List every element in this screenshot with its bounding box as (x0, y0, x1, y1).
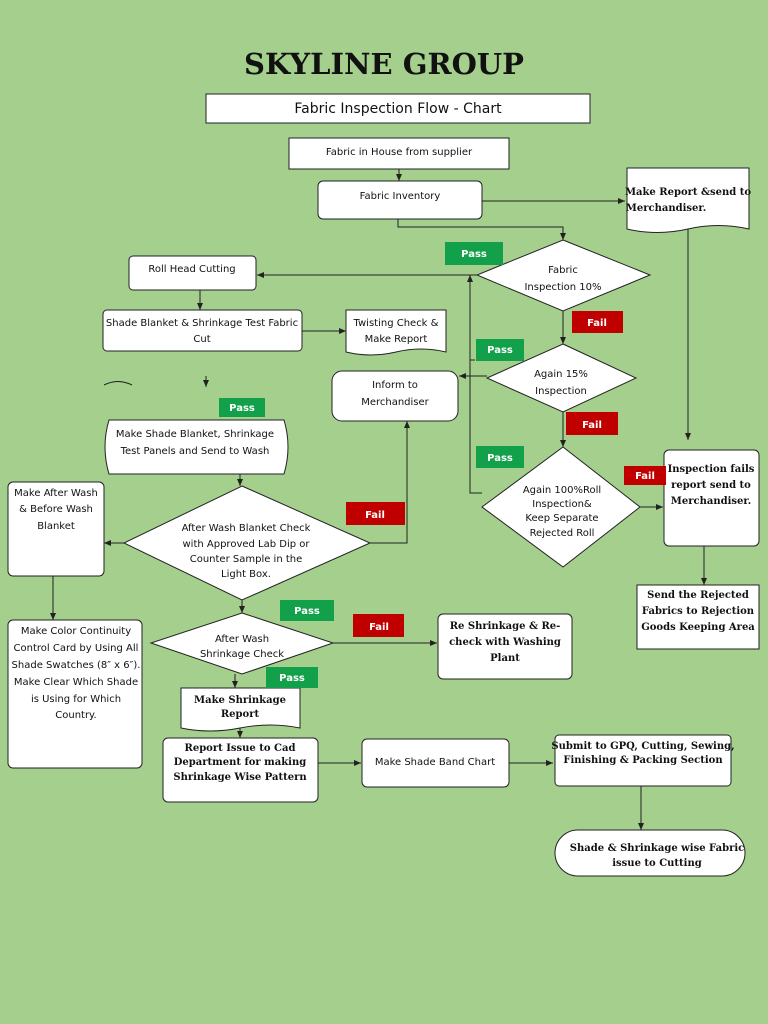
pass-label: Pass (266, 667, 318, 688)
svg-text:Fabric in House from supplier: Fabric in House from supplier (326, 147, 473, 158)
svg-text:Submit to GPQ, Cutting, Sewing: Submit to GPQ, Cutting, Sewing,Finishing… (551, 741, 734, 766)
node-shade-band-chart: Make Shade Band Chart (361, 738, 510, 788)
svg-text:Fail: Fail (582, 420, 602, 431)
decision-again-15: Again 15%Inspection (485, 343, 638, 413)
svg-text:Fabric Inventory: Fabric Inventory (360, 191, 441, 202)
svg-text:Twisting Check &Make Report: Twisting Check &Make Report (353, 318, 439, 345)
svg-text:Fail: Fail (587, 318, 607, 329)
svg-text:Fail: Fail (369, 622, 389, 633)
connectors (50, 169, 707, 830)
subtitle-box (205, 93, 591, 124)
svg-text:Pass: Pass (279, 673, 305, 684)
svg-text:Roll Head Cutting: Roll Head Cutting (148, 264, 235, 275)
pass-label: Pass (219, 398, 265, 417)
pass-label: Pass (476, 446, 524, 468)
svg-text:Re Shrinkage & Re-check with W: Re Shrinkage & Re-check with WashingPlan… (449, 621, 561, 664)
chart-subtitle: Fabric Inspection Flow - Chart (294, 101, 502, 117)
pass-label: Pass (280, 600, 334, 621)
svg-text:Pass: Pass (229, 403, 255, 414)
page-title: SKYLINE GROUP (244, 47, 524, 81)
stray-stroke (103, 381, 133, 386)
node-roll-head-cutting: Roll Head Cutting (128, 255, 257, 291)
svg-text:Fail: Fail (635, 471, 655, 482)
node-twisting-check: Twisting Check &Make Report (345, 309, 447, 356)
svg-text:Again 15%Inspection: Again 15%Inspection (534, 369, 588, 397)
node-fabric-in-house: Fabric in House from supplier (288, 137, 510, 170)
svg-text:Pass: Pass (487, 345, 513, 356)
svg-text:Fail: Fail (365, 510, 385, 521)
node-fabric-inventory: Fabric Inventory (317, 180, 483, 220)
fail-label: Fail (572, 311, 623, 333)
node-submit-gpq: Submit to GPQ, Cutting, Sewing,Finishing… (551, 734, 735, 787)
pass-label: Pass (476, 339, 524, 361)
svg-text:Pass: Pass (294, 606, 320, 617)
fail-label: Fail (566, 412, 618, 435)
fail-label: Fail (353, 614, 404, 637)
svg-text:Pass: Pass (461, 249, 487, 260)
svg-text:Make Shade Band Chart: Make Shade Band Chart (375, 757, 495, 768)
pass-label: Pass (445, 242, 503, 265)
fail-label: Fail (624, 466, 666, 485)
fail-label: Fail (346, 502, 405, 525)
svg-text:Pass: Pass (487, 453, 513, 464)
